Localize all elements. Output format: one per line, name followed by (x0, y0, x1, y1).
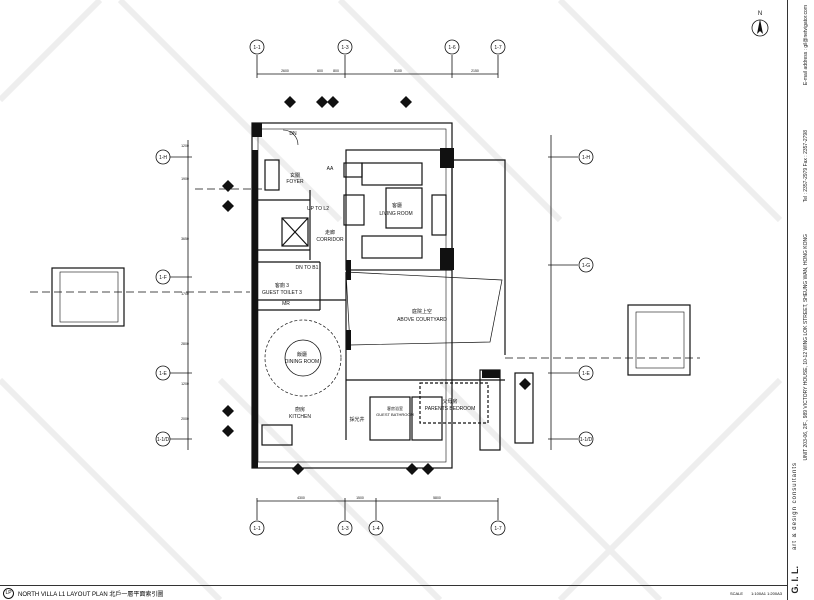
north-arrow: N (751, 11, 769, 37)
dimension: 1700 (181, 292, 189, 296)
room-label: 走廊 (325, 229, 335, 236)
dimension: 2600 (281, 69, 289, 73)
dimension: 5100 (394, 69, 402, 73)
section-markers (222, 96, 531, 475)
company-address: UNIT 203-06, 2/F., 989 VICTORY HOUSE, 10… (803, 233, 809, 460)
dimension: 2000 (181, 417, 189, 421)
dimension: 2800 (181, 342, 189, 346)
dimension: 2150 (471, 69, 479, 73)
room-label: KITCHEN (289, 414, 311, 420)
grid-label: 1-H (582, 155, 590, 161)
scale-value: 1:100A1 1:200A3 (751, 590, 782, 596)
dimension: 4300 (297, 496, 305, 500)
dimension: 1500 (356, 496, 364, 500)
company-tagline: art & design consultants (792, 461, 798, 550)
grid-label: 1-1/D (157, 437, 170, 443)
dimension: 3650 (181, 237, 189, 241)
stair-label: UP TO L2 (307, 206, 329, 212)
grid-label: 1-3 (341, 526, 348, 532)
room-label: GUEST TOILET 3 (262, 290, 302, 296)
room-label: 飯廳 (297, 351, 307, 358)
room-label: DINING ROOM (285, 359, 319, 365)
room-label: LIVING ROOM (379, 211, 412, 217)
grid-label: 1-7 (494, 526, 501, 532)
watermark-pattern (0, 0, 783, 600)
company-phone: Tel : 2357-2979 Fax : 2357-2798 (803, 130, 809, 203)
grid-label: 1-E (582, 371, 590, 377)
room-label: 客廳 (392, 202, 402, 209)
drawing-title: NORTH VILLA L1 LAYOUT PLAN 北戶一層平面索引圖 (18, 591, 164, 598)
room-label: PARENTS BEDROOM (425, 406, 475, 412)
drawing-title-bar: LP NORTH VILLA L1 LAYOUT PLAN 北戶一層平面索引圖 … (0, 585, 788, 600)
room-label: 客房浴室 (387, 405, 403, 411)
room-label: GUEST BATHROOM (376, 412, 414, 417)
grid-label: 1-E (159, 371, 167, 377)
grid-top (155, 39, 594, 536)
room-label: ABOVE COURTYARD (397, 317, 447, 323)
grid-label: 1-1 (253, 526, 260, 532)
room-label: FOYER (286, 179, 304, 185)
grid-label: 1-G (582, 263, 590, 269)
dimension: 5800 (433, 496, 441, 500)
dimension: 800 (333, 69, 339, 73)
drawing-code: LP (3, 587, 14, 599)
svg-text:N: N (758, 11, 762, 17)
dimension: 600 (317, 69, 323, 73)
room-label: 玄關 (290, 172, 300, 179)
grid-label: 1-H (159, 155, 167, 161)
dimension: 1200 (181, 382, 189, 386)
stair-label: DN TO B1 (296, 265, 319, 271)
company-logo: G. I. L. (790, 566, 800, 594)
room-label: 庭院上空 (412, 308, 432, 315)
grid-label: 1-F (159, 275, 167, 281)
grid-label: 1-4 (372, 526, 379, 532)
walls (51, 122, 691, 469)
label-mr: MR (282, 301, 290, 307)
room-label: 採光井 (349, 416, 364, 423)
room-label: 客廁 3 (275, 282, 289, 289)
room-label: 廚房 (295, 406, 305, 413)
dimension: 1900 (181, 177, 189, 181)
grid-label: 1-3 (341, 45, 348, 51)
label-dn: DN (289, 131, 297, 137)
grid-label: 1-6 (448, 45, 455, 51)
title-block: G. I. L. art & design consultants UNIT 2… (787, 0, 814, 600)
room-label: 父母房 (442, 398, 457, 405)
company-email: E-mail address : gil@netvigator.com (803, 5, 809, 86)
grid-label: 1-1/D (580, 437, 593, 443)
room-label: CORRIDOR (316, 237, 344, 243)
scale-label: SCALE (729, 590, 744, 596)
label-aa: AA (327, 166, 334, 172)
dimension: 1200 (181, 144, 189, 148)
grid-label: 1-1 (253, 45, 260, 51)
grid-label: 1-7 (494, 45, 501, 51)
